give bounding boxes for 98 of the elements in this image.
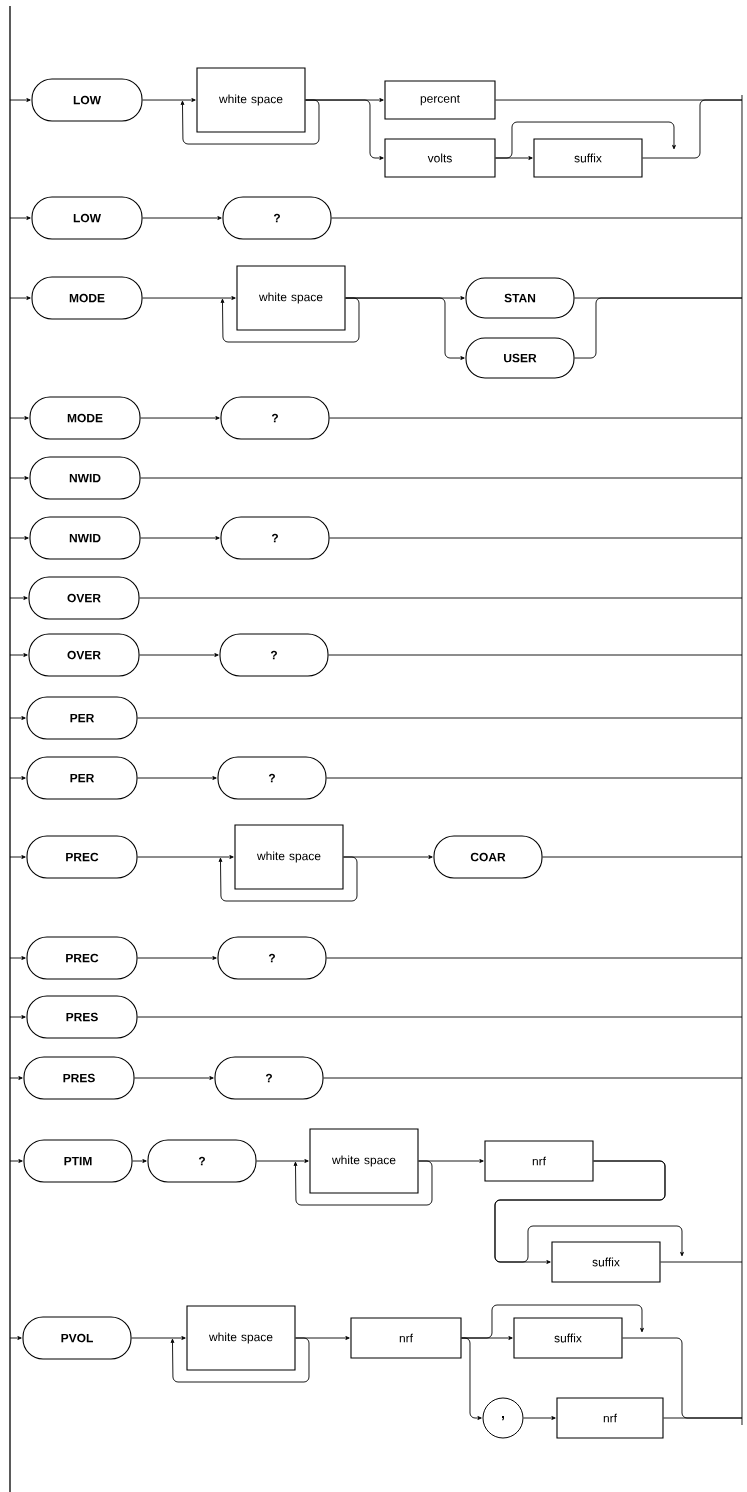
- keyword-box: ?: [214, 1056, 324, 1100]
- arrow: [461, 1337, 482, 1420]
- syntax-box: nrf: [484, 1140, 594, 1182]
- keyword-box: LOW: [31, 196, 143, 240]
- keyword-box: PTIM: [23, 1139, 133, 1183]
- arrow: [9, 956, 26, 960]
- keyword-box: ?: [220, 396, 330, 440]
- connector-line: [660, 1261, 743, 1263]
- arrow: [9, 1336, 22, 1340]
- arrow: [9, 653, 28, 657]
- connector-line: [139, 597, 743, 599]
- connector-line: [328, 654, 743, 656]
- keyword-box: ?: [147, 1139, 257, 1183]
- arrow: [139, 653, 219, 657]
- arrow: [9, 476, 29, 480]
- syntax-box: white space: [309, 1128, 419, 1194]
- keyword-box: PREC: [26, 835, 138, 879]
- keyword-box: OVER: [28, 576, 140, 620]
- arrow: [137, 956, 217, 960]
- keyword-box: ?: [222, 196, 332, 240]
- arrow: [142, 216, 222, 220]
- keyword-box: PREC: [26, 936, 138, 980]
- connector-line: [329, 417, 743, 419]
- keyword-box: ?: [217, 756, 327, 800]
- keyword-box: NWID: [29, 516, 141, 560]
- arrow: [142, 98, 196, 102]
- arrow: [9, 296, 31, 300]
- keyword-box: ?: [220, 516, 330, 560]
- arrow: [9, 855, 26, 859]
- syntax-box: white space: [236, 265, 346, 331]
- syntax-box: suffix: [551, 1241, 661, 1283]
- syntax-box: nrf: [556, 1397, 664, 1439]
- connector-line: [326, 957, 743, 959]
- keyword-box: PRES: [23, 1056, 135, 1100]
- arrow: [9, 596, 28, 600]
- arrow: [9, 1076, 23, 1080]
- keyword-box: PER: [26, 696, 138, 740]
- arrow: [140, 416, 220, 420]
- connector-line: [137, 1016, 743, 1018]
- syntax-box: volts: [384, 138, 496, 178]
- connector-line: [331, 217, 743, 219]
- loop-arrow: [220, 297, 360, 343]
- arrow: [9, 1015, 26, 1019]
- keyword-box: PRES: [26, 995, 138, 1039]
- arrow: [295, 1336, 350, 1340]
- loop-arrow: [218, 856, 358, 902]
- keyword-box: PVOL: [22, 1316, 132, 1360]
- arrow: [9, 1159, 23, 1163]
- arrow: [131, 1336, 186, 1340]
- keyword-box: STAN: [465, 277, 575, 319]
- connector-line: [574, 297, 743, 359]
- syntax-box: percent: [384, 80, 496, 120]
- arrow: [9, 98, 31, 102]
- arrow: [137, 776, 217, 780]
- keyword-box: USER: [465, 337, 575, 379]
- arrow: [9, 776, 26, 780]
- arrow: [142, 296, 236, 300]
- arrow: [343, 855, 433, 859]
- arrow: [345, 297, 465, 360]
- loop-arrow: [180, 99, 320, 145]
- arrow: [256, 1159, 309, 1163]
- keyword-box: PER: [26, 756, 138, 800]
- keyword-box: COAR: [433, 835, 543, 879]
- arrow: [140, 536, 220, 540]
- connector-line: [542, 856, 743, 858]
- connector-line: [326, 777, 743, 779]
- arrow: [9, 536, 29, 540]
- arrow: [495, 121, 676, 159]
- arrow: [305, 99, 384, 160]
- arrow: [9, 716, 26, 720]
- arrow: [9, 216, 31, 220]
- connector-line: [329, 537, 743, 539]
- loop-arrow: [293, 1160, 433, 1206]
- keyword-box: OVER: [28, 633, 140, 677]
- arrow: [418, 1159, 484, 1163]
- loop-arrow: [170, 1337, 310, 1383]
- keyword-box: MODE: [31, 276, 143, 320]
- keyword-box: ?: [217, 936, 327, 980]
- connector-line: [663, 1417, 743, 1419]
- syntax-box: white space: [186, 1305, 296, 1371]
- syntax-box: white space: [196, 67, 306, 133]
- connector-line: [323, 1077, 743, 1079]
- connector-line: [140, 477, 743, 479]
- arrow: [134, 1076, 214, 1080]
- keyword-box: LOW: [31, 78, 143, 122]
- keyword-box: NWID: [29, 456, 141, 500]
- arrow: [132, 1159, 147, 1163]
- arrow: [523, 1416, 556, 1420]
- connector-line: [642, 99, 743, 159]
- syntax-box: suffix: [513, 1317, 623, 1359]
- syntax-box: nrf: [350, 1317, 462, 1359]
- arrow: [9, 416, 29, 420]
- keyword-box: ?: [219, 633, 329, 677]
- connector-line: [137, 717, 743, 719]
- syntax-box: white space: [234, 824, 344, 890]
- arrow: [137, 855, 234, 859]
- keyword-box: MODE: [29, 396, 141, 440]
- syntax-box: suffix: [533, 138, 643, 178]
